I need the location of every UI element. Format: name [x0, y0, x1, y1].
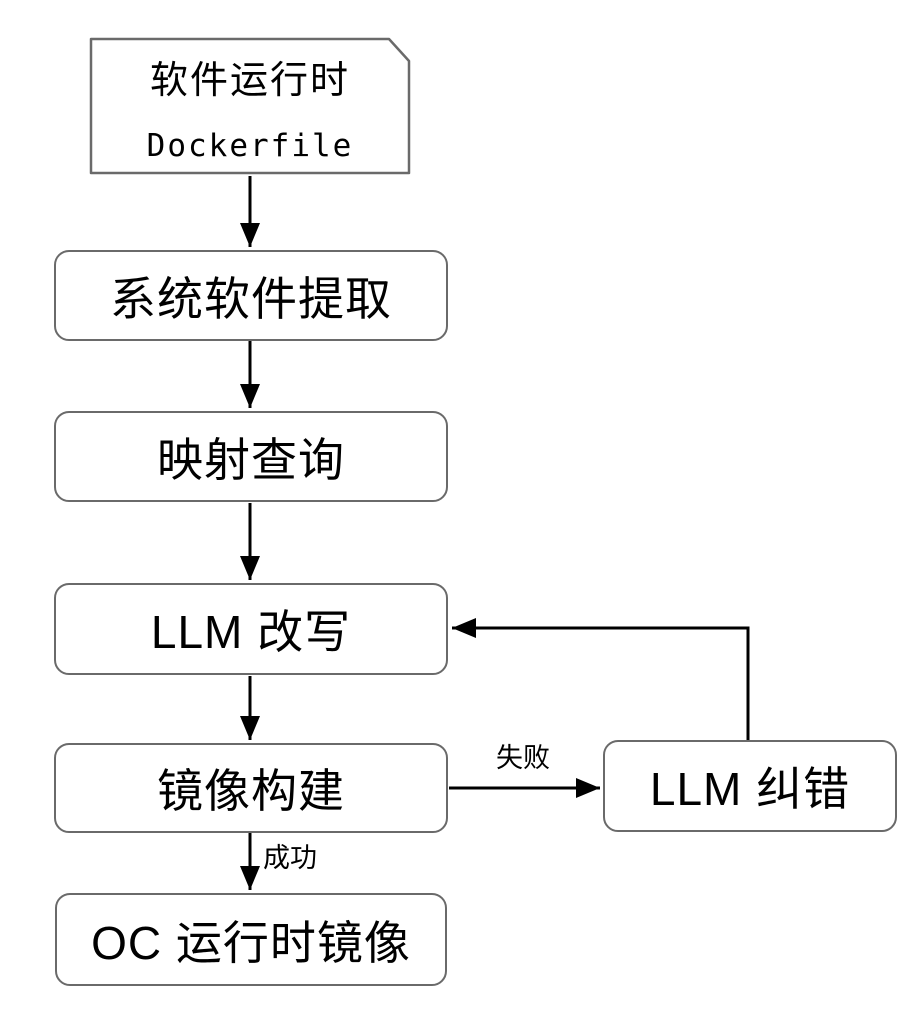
node-extract: 系统软件提取 — [54, 250, 448, 341]
node-dockerfile: 软件运行时 Dockerfile — [89, 37, 411, 175]
build-node-label: 镜像构建 — [157, 765, 345, 817]
dockerfile-node-line1: 软件运行时 — [149, 59, 350, 102]
node-mapping: 映射查询 — [54, 411, 448, 502]
extract-node-label: 系统软件提取 — [110, 272, 392, 325]
mapping-node-label: 映射查询 — [157, 433, 345, 486]
edge-label-fail: 失败 — [496, 743, 550, 774]
edge-label-success: 成功 — [263, 843, 317, 874]
node-build: 镜像构建 — [54, 743, 448, 833]
node-runtime-image: OC 运行时镜像 — [55, 893, 447, 986]
dockerfile-node-line2: Dockerfile — [146, 127, 354, 164]
runtime-image-node-label: OC 运行时镜像 — [91, 916, 411, 969]
document-shape — [89, 37, 411, 175]
rewrite-node-label: LLM 改写 — [150, 606, 352, 658]
arrow-correct-to-rewrite-loop — [452, 618, 750, 740]
correct-node-label: LLM 纠错 — [649, 763, 851, 815]
node-rewrite: LLM 改写 — [54, 583, 448, 675]
node-correct: LLM 纠错 — [603, 740, 897, 832]
